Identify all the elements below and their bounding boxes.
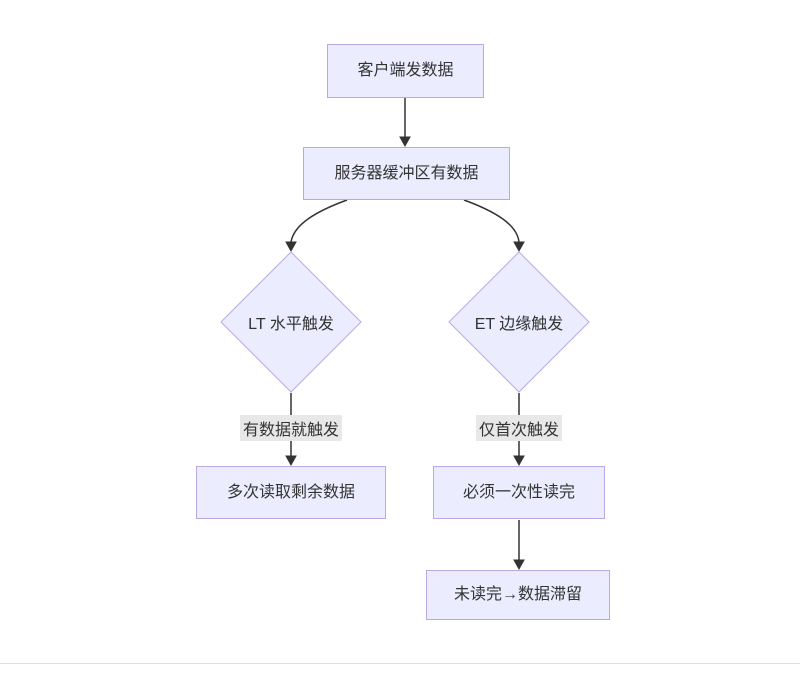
node-buffer-label: 服务器缓冲区有数据 bbox=[334, 164, 479, 182]
node-client-sends-data: 客户端发数据 bbox=[327, 44, 484, 98]
node-unread-data-lingers: 未读完→数据滞留 bbox=[426, 570, 610, 620]
edge-label-et-branch: 仅首次触发 bbox=[475, 415, 563, 441]
node-etread-label: 必须一次性读完 bbox=[462, 483, 575, 501]
edge-label-lt-branch: 有数据就触发 bbox=[239, 415, 343, 441]
arrowhead-client-to-buffer bbox=[399, 136, 411, 148]
edge-buffer-to-lt bbox=[290, 199, 348, 243]
edge-buffer-to-et bbox=[463, 199, 520, 243]
bottom-divider-line bbox=[0, 663, 800, 664]
arrowhead-et-to-etread bbox=[513, 455, 525, 467]
node-client-label: 客户端发数据 bbox=[357, 62, 454, 80]
node-ltread-label: 多次读取剩余数据 bbox=[226, 483, 355, 501]
node-read-remaining-multiple-times: 多次读取剩余数据 bbox=[196, 466, 386, 519]
arrowhead-etread-to-etstale bbox=[513, 559, 525, 571]
decision-et-label: ET 边缘触发 bbox=[474, 316, 564, 333]
node-server-buffer-has-data: 服务器缓冲区有数据 bbox=[303, 147, 510, 200]
arrowhead-buffer-to-lt bbox=[285, 241, 297, 253]
arrowhead-lt-to-ltread bbox=[285, 455, 297, 467]
node-must-read-all-at-once: 必须一次性读完 bbox=[433, 466, 605, 519]
arrowhead-buffer-to-et bbox=[513, 241, 525, 253]
node-etstale-label: 未读完→数据滞留 bbox=[453, 586, 582, 604]
decision-lt-label: LT 水平触发 bbox=[248, 316, 334, 333]
